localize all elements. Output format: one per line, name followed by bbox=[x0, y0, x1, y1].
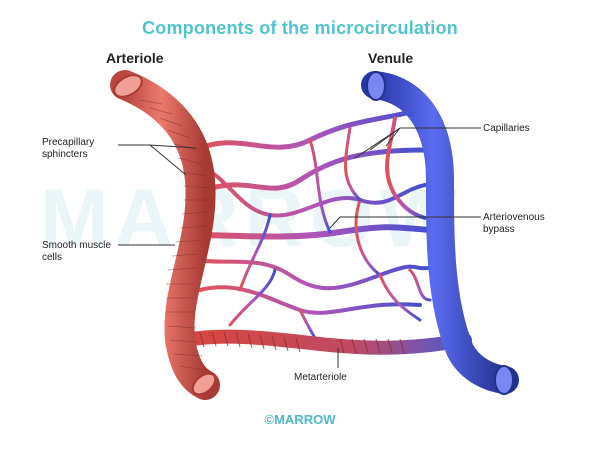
venule-heading: Venule bbox=[368, 50, 414, 66]
capillary-1 bbox=[192, 107, 423, 153]
metarteriole-muscle-bands bbox=[199, 331, 405, 354]
leader-lines bbox=[118, 127, 481, 368]
arteriole-opening-top bbox=[113, 74, 143, 98]
arteriole-opening-bottom bbox=[191, 372, 217, 396]
venule-opening-bottom bbox=[494, 365, 514, 395]
metarteriole-vessel bbox=[178, 329, 472, 355]
capillary-network bbox=[187, 107, 433, 340]
capillary-4 bbox=[187, 224, 433, 240]
page-title: Components of the microcirculation bbox=[142, 18, 458, 38]
capillaries-label: Capillaries bbox=[483, 123, 530, 134]
capillary-3 bbox=[198, 163, 427, 218]
leader-capillaries bbox=[354, 127, 481, 159]
capillary-13 bbox=[298, 308, 317, 340]
capillary-15 bbox=[408, 268, 432, 302]
smooth-muscle-cells-label: Smooth muscle cells bbox=[42, 240, 111, 263]
capillary-12 bbox=[385, 116, 427, 220]
leader-bypass bbox=[329, 216, 481, 229]
capillary-2 bbox=[202, 147, 428, 193]
copyright-footer: ©MARROW bbox=[264, 412, 336, 427]
leader-sphincters bbox=[118, 144, 197, 176]
capillary-10 bbox=[238, 213, 272, 292]
arteriole-muscle-texture bbox=[139, 99, 211, 371]
metarteriole-label: Metarteriole bbox=[294, 372, 347, 383]
precapillary-sphincters-label: Precapillary sphincters bbox=[42, 137, 95, 160]
capillary-11 bbox=[344, 126, 362, 202]
venule-opening-top bbox=[366, 71, 386, 101]
arteriole-vessel bbox=[110, 70, 220, 400]
capillary-5 bbox=[193, 258, 430, 291]
capillary-7 bbox=[228, 268, 277, 327]
arteriole-heading: Arteriole bbox=[106, 50, 164, 66]
venule-vessel bbox=[361, 71, 519, 394]
capillary-9 bbox=[354, 198, 382, 277]
capillary-14 bbox=[378, 273, 422, 322]
capillary-8 bbox=[308, 138, 332, 234]
arteriovenous-bypass-label: Arteriovenous bypass bbox=[483, 212, 545, 235]
